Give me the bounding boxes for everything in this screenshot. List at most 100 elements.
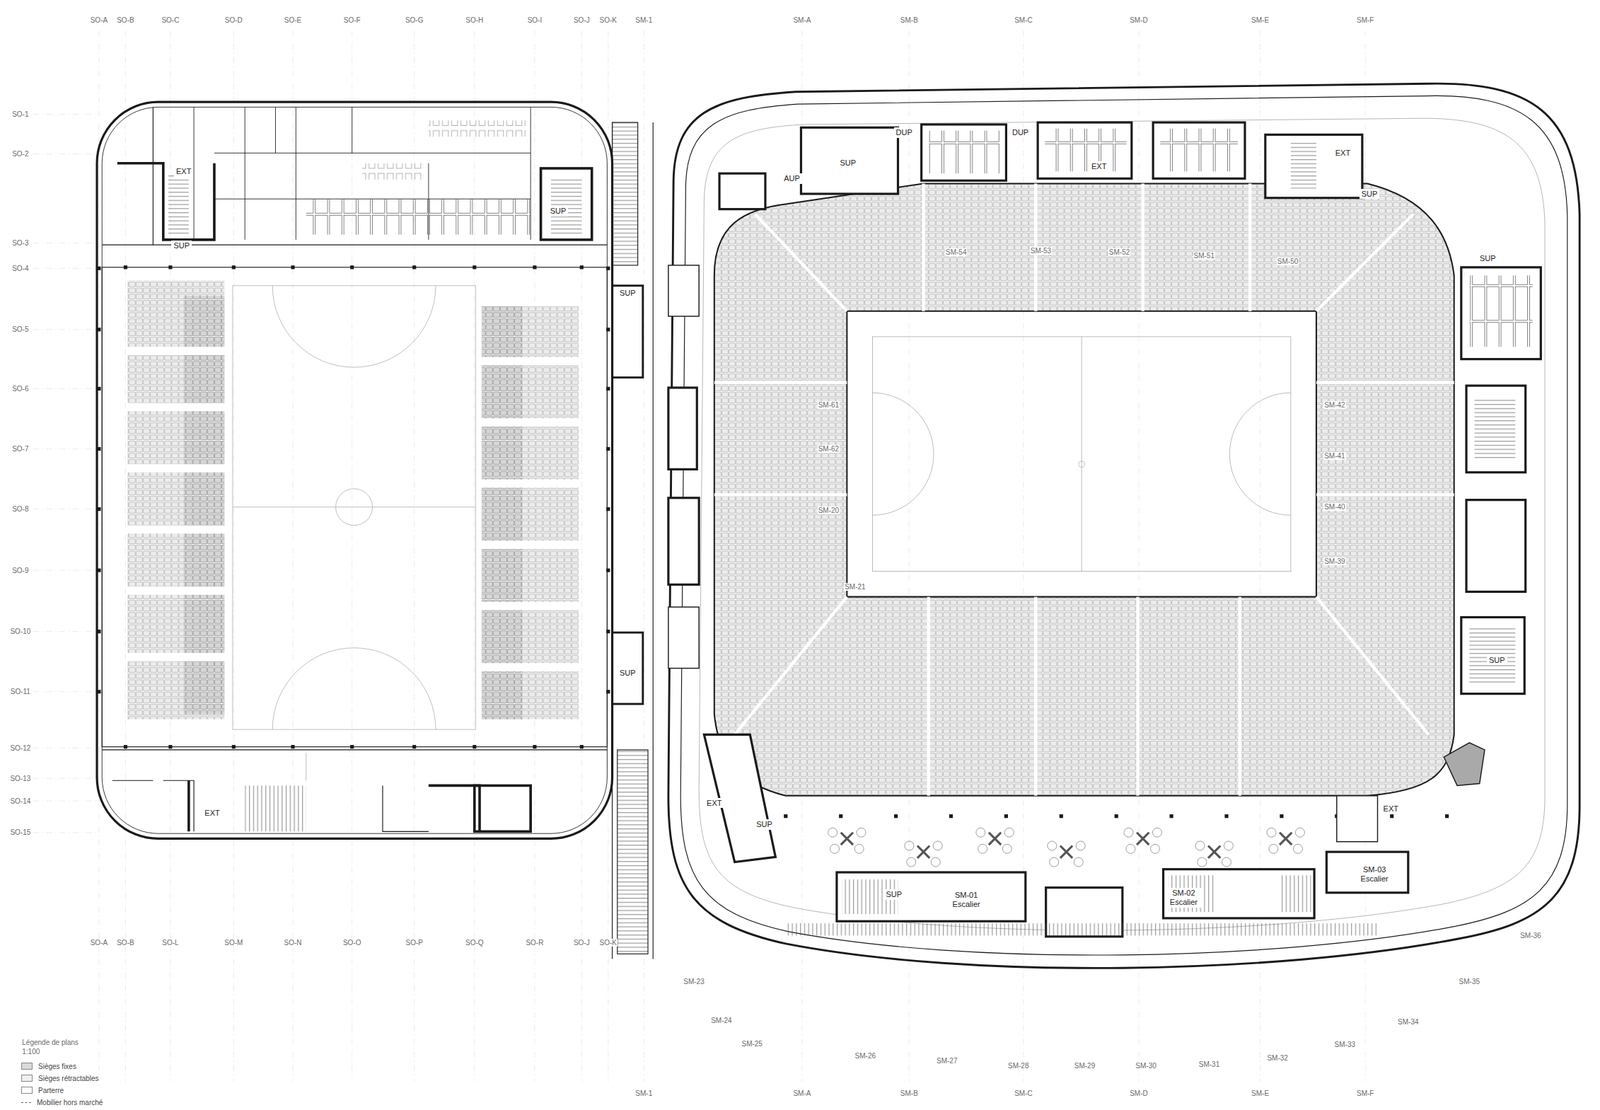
room-tag: SUP (617, 667, 639, 679)
stadium-facade (668, 83, 1580, 968)
grid-label: SM-C (1013, 1089, 1034, 1098)
legend-text: Mobilier hors marché (36, 1098, 103, 1107)
table-symbol (1002, 843, 1012, 854)
grid-label: SM-E (1250, 1089, 1270, 1098)
room-tag: EXT (1381, 803, 1401, 815)
stand (755, 214, 848, 312)
stand (1135, 596, 1139, 796)
table-symbol (1060, 845, 1073, 858)
court-marking (232, 285, 476, 781)
table-symbol (1223, 841, 1233, 851)
legend-swatch (21, 1086, 33, 1094)
table-symbol (1195, 841, 1233, 867)
grid-label: SO-M (223, 938, 244, 947)
seating-block (480, 601, 580, 611)
section-label: SM-62 (817, 444, 840, 453)
corridor (612, 122, 639, 266)
room-fixture (785, 128, 1533, 936)
room-tag: SUP (171, 240, 192, 252)
table-symbol (988, 832, 1001, 845)
column (96, 568, 101, 573)
grid-label: SO-D (224, 16, 244, 25)
table-symbol (917, 845, 930, 858)
room-fixture (1044, 128, 1127, 172)
table-symbol (932, 841, 943, 851)
grid-label: SM-28 (1007, 1061, 1030, 1070)
room-label: SUP (885, 889, 902, 900)
service-room (1265, 134, 1363, 198)
legend-text: Parterre (38, 1086, 64, 1095)
section-label: SM-51 (1193, 251, 1216, 260)
room-fixture (1160, 128, 1238, 172)
grid-label: SM-B (899, 1089, 919, 1098)
room-tag: SUP (1359, 188, 1381, 200)
column (232, 744, 236, 749)
seating-block (480, 357, 580, 366)
stand (1141, 183, 1145, 312)
table-symbol (904, 841, 943, 867)
column (580, 744, 584, 749)
seating-block (126, 403, 226, 412)
table-symbol (1049, 857, 1059, 867)
grid-label: SO-A (89, 938, 109, 947)
column (96, 447, 101, 451)
stand (734, 596, 848, 735)
column (1004, 814, 1008, 818)
grid-line (32, 113, 97, 115)
grid-label: SO-O (342, 938, 363, 947)
seating-block (126, 652, 226, 662)
stand (714, 381, 848, 385)
grid-label: SO-4 (11, 264, 30, 273)
grid-label: SO-L (161, 938, 179, 947)
service-room (1163, 869, 1315, 919)
field-marking (872, 336, 1291, 572)
room-tag: SUP (837, 157, 859, 169)
grid-label: SO-G (404, 16, 425, 25)
corridor (617, 749, 648, 954)
seating-block (480, 662, 580, 672)
column (606, 447, 610, 451)
legend-text: Sièges rétractables (38, 1074, 100, 1083)
table-symbol (976, 827, 986, 837)
grid-line (607, 30, 609, 1081)
grid-label: SO-J (572, 16, 591, 25)
stadium-facade (668, 83, 1580, 968)
grid-label: SM-25 (740, 1039, 763, 1048)
column (412, 744, 416, 749)
room-label: SM-03 Escalier (1358, 865, 1391, 883)
room-tag: SM-03 Escalier (1355, 864, 1393, 884)
room-label: SUP (619, 668, 636, 678)
table-symbol (856, 827, 866, 837)
table-symbol (828, 827, 866, 854)
grid-label: SO-P (404, 938, 423, 947)
grid-line (32, 800, 97, 802)
column (290, 744, 295, 749)
column (96, 266, 101, 271)
grid-label: SM-36 (1519, 931, 1542, 940)
service-room (668, 387, 697, 469)
room-label: EXT (706, 798, 722, 808)
table-symbol (1266, 827, 1277, 837)
grid-label: SM-A (792, 16, 812, 25)
grid-line (32, 778, 97, 779)
legend-row: Sièges rétractables (21, 1073, 103, 1083)
fixture (428, 120, 526, 137)
table-symbol (1047, 841, 1086, 867)
column (1389, 814, 1394, 818)
column (532, 744, 537, 749)
room-tag: DUP (894, 127, 915, 138)
table-symbol (1295, 827, 1305, 837)
grid-label: SM-26 (854, 1051, 877, 1060)
table-symbol (1208, 845, 1221, 858)
hall-wall (117, 163, 215, 240)
hall-wall (101, 749, 607, 832)
field-marking (1229, 392, 1291, 515)
column (606, 629, 610, 634)
hall-wall (101, 106, 607, 834)
seating-block (126, 586, 226, 595)
room-label: EXT (1335, 148, 1351, 158)
column (350, 265, 354, 269)
room-fixture (1474, 397, 1516, 460)
table-symbol (1266, 827, 1305, 854)
